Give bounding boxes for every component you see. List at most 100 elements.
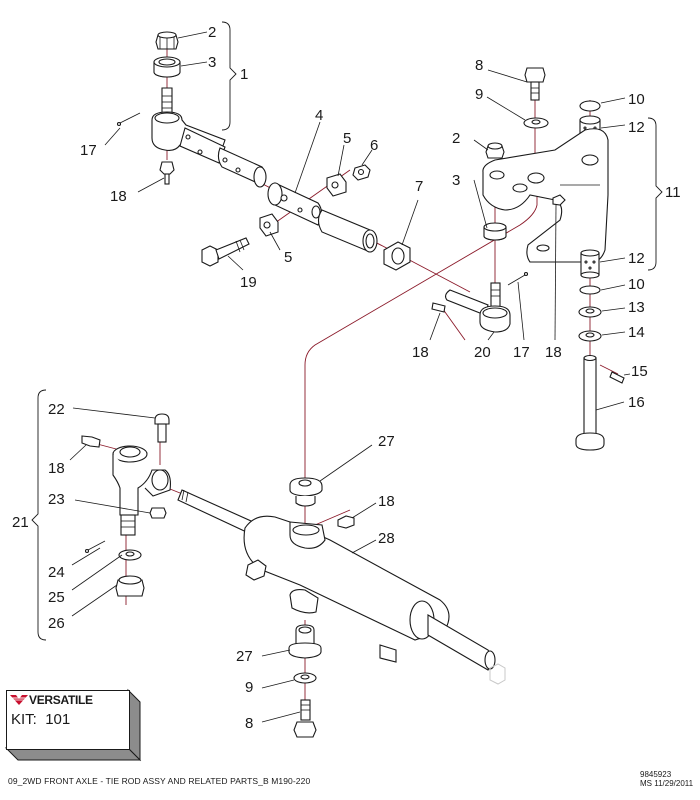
threaded-tube-end bbox=[317, 209, 378, 253]
kit-value: 101 bbox=[45, 711, 71, 728]
brand-logo: VERSATILE bbox=[10, 693, 93, 707]
callout-2: 2 bbox=[452, 130, 460, 147]
callout-7: 7 bbox=[415, 178, 423, 195]
kit-label-box: VERSATILE KIT: 101 bbox=[6, 690, 130, 750]
callout-3: 3 bbox=[452, 172, 460, 189]
part-25-washer bbox=[118, 549, 142, 561]
callout-5: 5 bbox=[284, 249, 292, 266]
part-2-castle-nut-right bbox=[485, 142, 505, 159]
callout-20: 20 bbox=[474, 344, 491, 361]
callout-23: 23 bbox=[48, 491, 65, 508]
callout-10: 10 bbox=[628, 91, 645, 108]
part-18-grease-fitting-d bbox=[81, 435, 101, 448]
part-18-grease-fitting-c bbox=[431, 302, 446, 313]
part-8-bolt-top bbox=[524, 67, 546, 101]
brace-assembly-21 bbox=[31, 389, 47, 641]
part-3-seal-top bbox=[153, 56, 181, 78]
part-2-castle-nut-top bbox=[155, 31, 179, 50]
callout-24: 24 bbox=[48, 564, 65, 581]
part-20-tie-rod-end bbox=[445, 282, 511, 333]
part-27-bushing-upper bbox=[289, 477, 323, 507]
part-5-clamp-upper bbox=[326, 173, 347, 197]
part-18-grease-fitting-b bbox=[552, 194, 566, 206]
part-10-o-ring-top bbox=[579, 100, 601, 112]
callout-16: 16 bbox=[628, 394, 645, 411]
part-16-king-pin bbox=[575, 354, 605, 451]
part-11-steering-arm bbox=[482, 128, 609, 264]
part-27-bushing-lower bbox=[288, 624, 322, 659]
callout-15: 15 bbox=[631, 363, 648, 380]
callout-10: 10 bbox=[628, 276, 645, 293]
kit-box-3d bbox=[4, 688, 142, 762]
callout-8: 8 bbox=[245, 715, 253, 732]
part-18-grease-fitting-e bbox=[337, 515, 355, 529]
part-10-o-ring-lower bbox=[579, 285, 601, 295]
part-12-needle-bearing-lower bbox=[580, 249, 600, 279]
callout-22: 22 bbox=[48, 401, 65, 418]
callout-19: 19 bbox=[240, 274, 257, 291]
brace-assembly-1 bbox=[221, 21, 237, 131]
part-9-washer-lower bbox=[293, 672, 317, 684]
callout-4: 4 bbox=[315, 107, 323, 124]
callout-11: 11 bbox=[665, 184, 681, 201]
part-14-washer bbox=[578, 330, 602, 342]
part-4-adjusting-tube bbox=[267, 182, 323, 226]
callout-5: 5 bbox=[343, 130, 351, 147]
callout-28: 28 bbox=[378, 530, 395, 547]
callout-3: 3 bbox=[208, 54, 216, 71]
callout-13: 13 bbox=[628, 299, 645, 316]
document-info: 9845923 MS 11/29/2011 bbox=[640, 770, 693, 788]
callout-18: 18 bbox=[412, 344, 429, 361]
diagram-caption: 09_2WD FRONT AXLE - TIE ROD ASSY AND REL… bbox=[8, 776, 311, 786]
part-15-pin bbox=[609, 371, 625, 384]
part-13-washer bbox=[578, 306, 602, 318]
part-3-seal-right bbox=[483, 222, 507, 241]
callout-25: 25 bbox=[48, 589, 65, 606]
part-28-steering-cylinder bbox=[177, 489, 506, 685]
callout-1: 1 bbox=[240, 66, 248, 83]
callout-6: 6 bbox=[370, 137, 378, 154]
part-1-tie-rod-end bbox=[151, 87, 226, 164]
part-9-washer-top bbox=[523, 117, 549, 129]
part-5-clamp-lower bbox=[259, 213, 279, 237]
callout-18: 18 bbox=[48, 460, 65, 477]
tube-segment bbox=[217, 147, 267, 188]
versatile-logo-icon bbox=[10, 695, 28, 705]
callout-26: 26 bbox=[48, 615, 65, 632]
callout-9: 9 bbox=[475, 86, 483, 103]
callout-9: 9 bbox=[245, 679, 253, 696]
callout-21: 21 bbox=[12, 514, 29, 531]
part-17-cotter-pin-a bbox=[116, 112, 141, 127]
part-17-cotter-pin-b bbox=[507, 271, 529, 286]
callout-17: 17 bbox=[80, 142, 97, 159]
callout-17: 17 bbox=[513, 344, 530, 361]
callout-18: 18 bbox=[545, 344, 562, 361]
callout-18: 18 bbox=[378, 493, 395, 510]
kit-number: KIT: 101 bbox=[11, 711, 70, 728]
brace-assembly-11 bbox=[647, 117, 663, 271]
part-19-bolt bbox=[201, 237, 250, 267]
brand-name: VERSATILE bbox=[29, 693, 93, 707]
part-6-nut bbox=[352, 164, 371, 181]
part-23-nut bbox=[149, 507, 167, 519]
part-18-grease-fitting-a bbox=[159, 161, 175, 185]
callout-14: 14 bbox=[628, 324, 645, 341]
callout-12: 12 bbox=[628, 250, 645, 267]
callout-27: 27 bbox=[378, 433, 395, 450]
document-revision: MS 11/29/2011 bbox=[640, 779, 694, 788]
part-7-lock-nut bbox=[383, 241, 411, 271]
callout-12: 12 bbox=[628, 119, 645, 136]
part-22-bolt bbox=[154, 413, 170, 443]
leader-lines bbox=[69, 31, 631, 723]
document-number: 9845923 bbox=[640, 770, 672, 779]
callout-18: 18 bbox=[110, 188, 127, 205]
kit-label: KIT: bbox=[11, 711, 37, 728]
callout-27: 27 bbox=[236, 648, 253, 665]
part-24-cotter-pin bbox=[84, 540, 106, 554]
part-8-bolt-lower bbox=[293, 699, 317, 738]
part-26-castle-nut bbox=[115, 575, 145, 597]
callout-2: 2 bbox=[208, 24, 216, 41]
callout-8: 8 bbox=[475, 57, 483, 74]
part-21-cylinder-end bbox=[112, 445, 171, 536]
